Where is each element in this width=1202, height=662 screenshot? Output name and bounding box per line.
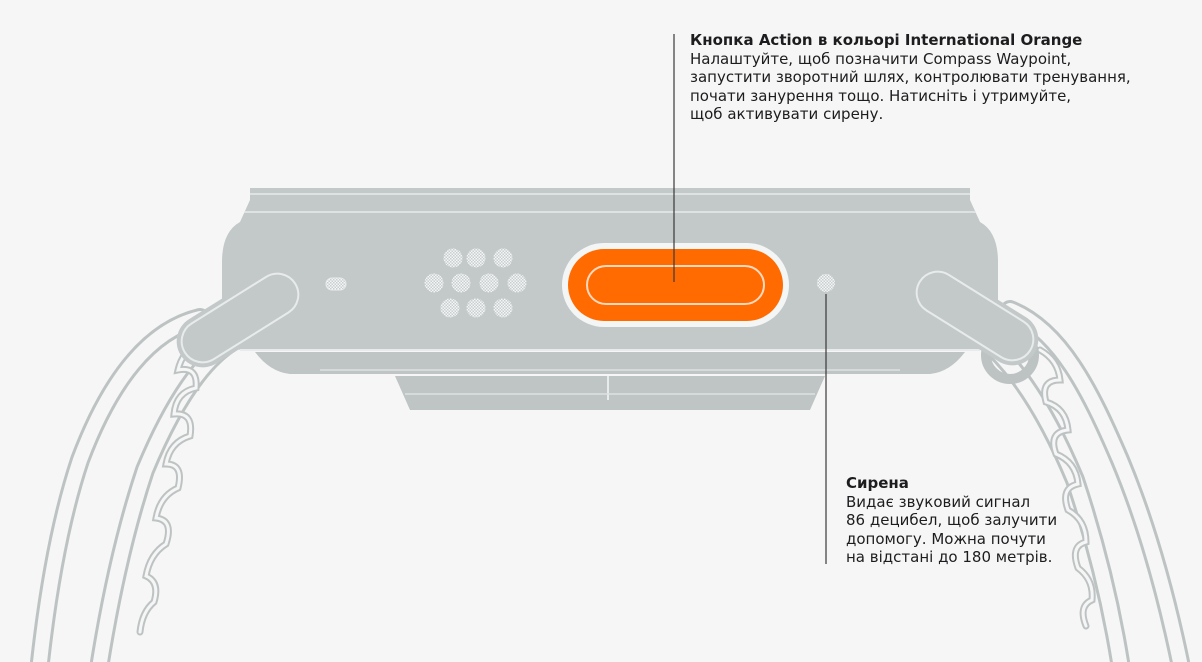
right-band (975, 300, 1190, 662)
siren-line: 86 децибел, щоб залучити (846, 511, 1058, 529)
siren-callout: Сирена Видає звуковий сигнал 86 децибел,… (846, 474, 1086, 567)
action-button-line: почати занурення тощо. Натисніть і утрим… (690, 86, 1072, 105)
left-band (30, 308, 245, 662)
action-button-line: щоб активувати сирену. (690, 105, 884, 123)
speaker-grille-icon (424, 248, 527, 318)
siren-line: Видає звуковий сигнал (846, 492, 1031, 511)
siren-hole-icon (817, 274, 835, 292)
action-button-title: Кнопка Action в кольорі International Or… (690, 31, 1083, 49)
action-button-line: Налаштуйте, щоб позначити Compass Waypoi… (690, 49, 1072, 68)
siren-line: на відстані до 180 метрів. (846, 548, 1053, 566)
action-button[interactable] (562, 243, 789, 327)
microphone-hole-icon (325, 277, 347, 291)
left-lug (176, 268, 304, 368)
right-lug (911, 266, 1039, 366)
action-button-line: запустити зворотний шлях, контролювати т… (690, 68, 1131, 86)
siren-title: Сирена (846, 474, 909, 492)
siren-line: допомогу. Можна почути (846, 529, 1046, 548)
action-button-callout: Кнопка Action в кольорі International Or… (690, 31, 1160, 124)
